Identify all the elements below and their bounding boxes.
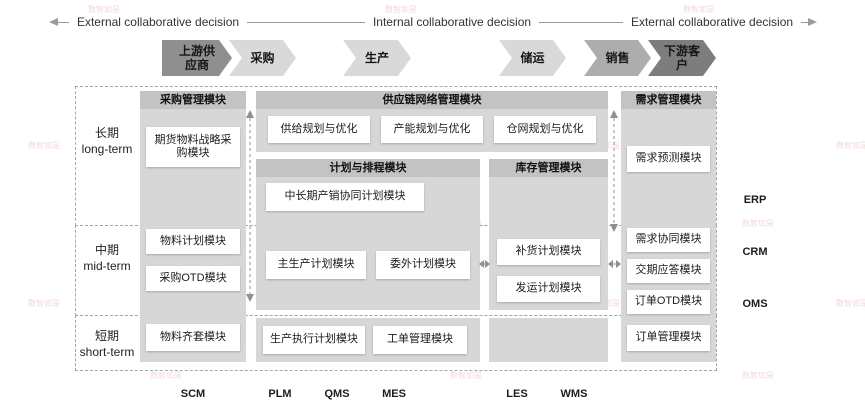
module-material-planning: 物料计划模块 (146, 229, 240, 254)
horizontal-double-arrow-planning-inventory (479, 258, 490, 270)
panel-planning (256, 159, 480, 310)
chevron-production: 生产 (343, 40, 411, 76)
section-short-term (75, 315, 717, 371)
row-label-cn: 短期 (94, 329, 119, 343)
module-shipment-plan: 发运计划模块 (497, 276, 600, 302)
module-production-execution-plan: 生产执行计划模块 (263, 326, 365, 354)
watermark: 数智如是 (385, 5, 417, 14)
arrow-left-icon (49, 18, 58, 26)
module-master-production-plan: 主生产计划模块 (266, 251, 366, 279)
tag-oms: OMS (726, 291, 776, 317)
panel-demand-header: 需求管理模块 (621, 91, 716, 109)
row-label-mid-term: 中期 mid-term (77, 243, 137, 274)
vertical-double-arrow-right (609, 110, 619, 232)
module-order-otd: 订单OTD模块 (627, 290, 710, 314)
tag-mes: MES (371, 378, 417, 402)
row-label-cn: 长期 (94, 126, 119, 140)
row-label-long-term: 长期 long-term (77, 126, 137, 157)
tag-crm: CRM (726, 239, 776, 265)
tag-erp: ERP (726, 187, 776, 213)
watermark: 数智如是 (28, 141, 60, 150)
chevron-procurement: 采购 (229, 40, 296, 76)
axis-label-internal: Internal collaborative decision (364, 15, 540, 29)
tag-les: LES (494, 378, 540, 402)
module-demand-collaboration: 需求协同模块 (627, 228, 710, 252)
module-delivery-promise: 交期应答模块 (627, 259, 710, 283)
panel-procurement-header: 采购管理模块 (140, 91, 246, 109)
module-warehouse-network-planning: 仓网规划与优化 (494, 116, 596, 143)
panel-inventory-short (489, 318, 608, 362)
watermark: 数智如是 (450, 371, 482, 380)
tag-scm: SCM (170, 378, 216, 402)
chevron-sales: 销售 (584, 40, 651, 76)
axis-label-external-left: External collaborative decision (68, 15, 248, 29)
module-capacity-planning-optimization: 产能规划与优化 (381, 116, 483, 143)
tag-wms: WMS (551, 378, 597, 402)
module-demand-forecast: 需求预测模块 (627, 146, 710, 172)
tag-qms: QMS (314, 378, 360, 402)
module-futures-material-strategic-procurement: 期货物料战略采购模块 (146, 127, 240, 167)
watermark: 数智如是 (742, 219, 774, 228)
module-replenishment-plan: 补货计划模块 (497, 239, 600, 265)
horizontal-double-arrow-inventory-demand (608, 258, 621, 270)
row-label-en: mid-term (83, 258, 131, 273)
watermark: 数智如是 (742, 371, 774, 380)
chevron-downstream-customer: 下游客户 (648, 40, 716, 76)
chevron-storage-transport: 储运 (499, 40, 566, 76)
module-work-order-management: 工单管理模块 (373, 326, 467, 354)
watermark: 数智如是 (150, 371, 182, 380)
panel-network-header: 供应链网络管理模块 (256, 91, 608, 109)
watermark: 数智如是 (683, 5, 715, 14)
module-material-kitting: 物料齐套模块 (146, 324, 240, 351)
module-order-management: 订单管理模块 (627, 325, 710, 351)
watermark: 数智如是 (88, 5, 120, 14)
module-supply-planning-optimization: 供给规划与优化 (268, 116, 370, 143)
row-label-cn: 中期 (94, 243, 119, 257)
watermark: 数智如是 (836, 141, 865, 150)
panel-demand (621, 91, 716, 362)
module-procurement-otd: 采购OTD模块 (146, 266, 240, 291)
panel-inventory-header: 库存管理模块 (489, 159, 608, 177)
watermark: 数智如是 (836, 299, 865, 308)
row-label-short-term: 短期 short-term (77, 329, 137, 360)
chevron-upstream-supplier: 上游供应商 (162, 40, 232, 76)
row-label-en: long-term (81, 141, 133, 156)
watermark: 数智如是 (28, 299, 60, 308)
tag-plm: PLM (257, 378, 303, 402)
vertical-double-arrow-left (245, 110, 255, 302)
row-label-en: short-term (79, 344, 135, 359)
module-outsourcing-plan: 委外计划模块 (376, 251, 470, 279)
panel-planning-header: 计划与排程模块 (256, 159, 480, 177)
axis-label-external-right: External collaborative decision (622, 15, 802, 29)
arrow-right-icon (808, 18, 817, 26)
module-mid-long-term-sop-plan: 中长期产销协同计划模块 (266, 183, 424, 211)
